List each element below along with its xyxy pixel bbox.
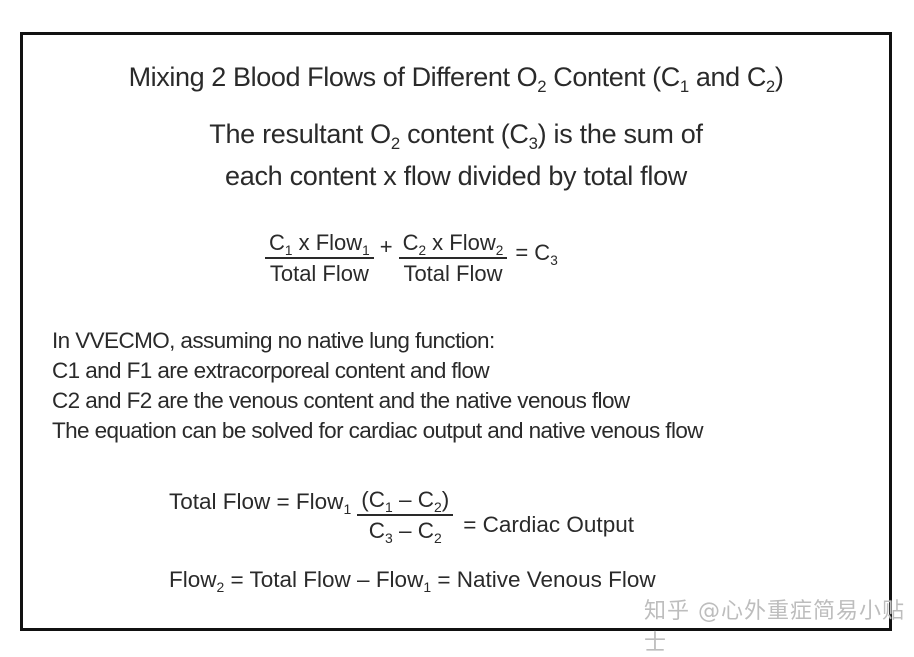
denominator: C3 – C2 bbox=[368, 518, 442, 546]
body-line: In VVECMO, assuming no native lung funct… bbox=[52, 328, 495, 353]
native-venous-flow-equation: Flow2 = Total Flow – Flow1 = Native Veno… bbox=[169, 567, 656, 595]
fraction-term-2: C2 x Flow2 Total Flow bbox=[398, 230, 508, 287]
equation-result: = C3 bbox=[515, 239, 558, 268]
denominator: Total Flow bbox=[403, 261, 503, 286]
content-ratio-fraction: (C1 – C2) C3 – C2 bbox=[357, 487, 454, 546]
numerator: (C1 – C2) bbox=[357, 487, 454, 516]
equation-lhs: Total Flow = Flow1 bbox=[169, 489, 352, 517]
body-line: The equation can be solved for cardiac o… bbox=[52, 418, 704, 443]
explanation-text: In VVECMO, assuming no native lung funct… bbox=[52, 326, 704, 446]
equation-rhs: = Cardiac Output bbox=[463, 512, 634, 537]
subtitle-line-1: The resultant O2 content (C3) is the sum… bbox=[209, 119, 703, 153]
body-line: C1 and F1 are extracorporeal content and… bbox=[52, 358, 490, 383]
numerator: C1 x Flow1 bbox=[265, 230, 374, 259]
fraction-term-1: C1 x Flow1 Total Flow bbox=[265, 230, 374, 287]
plus-operator: + bbox=[379, 233, 393, 259]
cardiac-output-equation: Total Flow = Flow1 (C1 – C2) C3 – C2 = C… bbox=[169, 487, 634, 546]
numerator: C2 x Flow2 bbox=[398, 230, 508, 259]
subtitle-line-2: each content x flow divided by total flo… bbox=[225, 161, 687, 191]
denominator: Total Flow bbox=[269, 261, 369, 286]
slide-title: Mixing 2 Blood Flows of Different O2 Con… bbox=[128, 62, 784, 96]
body-line: C2 and F2 are the venous content and the… bbox=[52, 388, 630, 413]
slide-frame: Mixing 2 Blood Flows of Different O2 Con… bbox=[20, 32, 892, 631]
mixing-equation: C1 x Flow1 Total Flow + C2 x Flow2 Total… bbox=[265, 230, 558, 287]
watermark: 知乎 @心外重症简易小贴士 bbox=[644, 599, 905, 656]
